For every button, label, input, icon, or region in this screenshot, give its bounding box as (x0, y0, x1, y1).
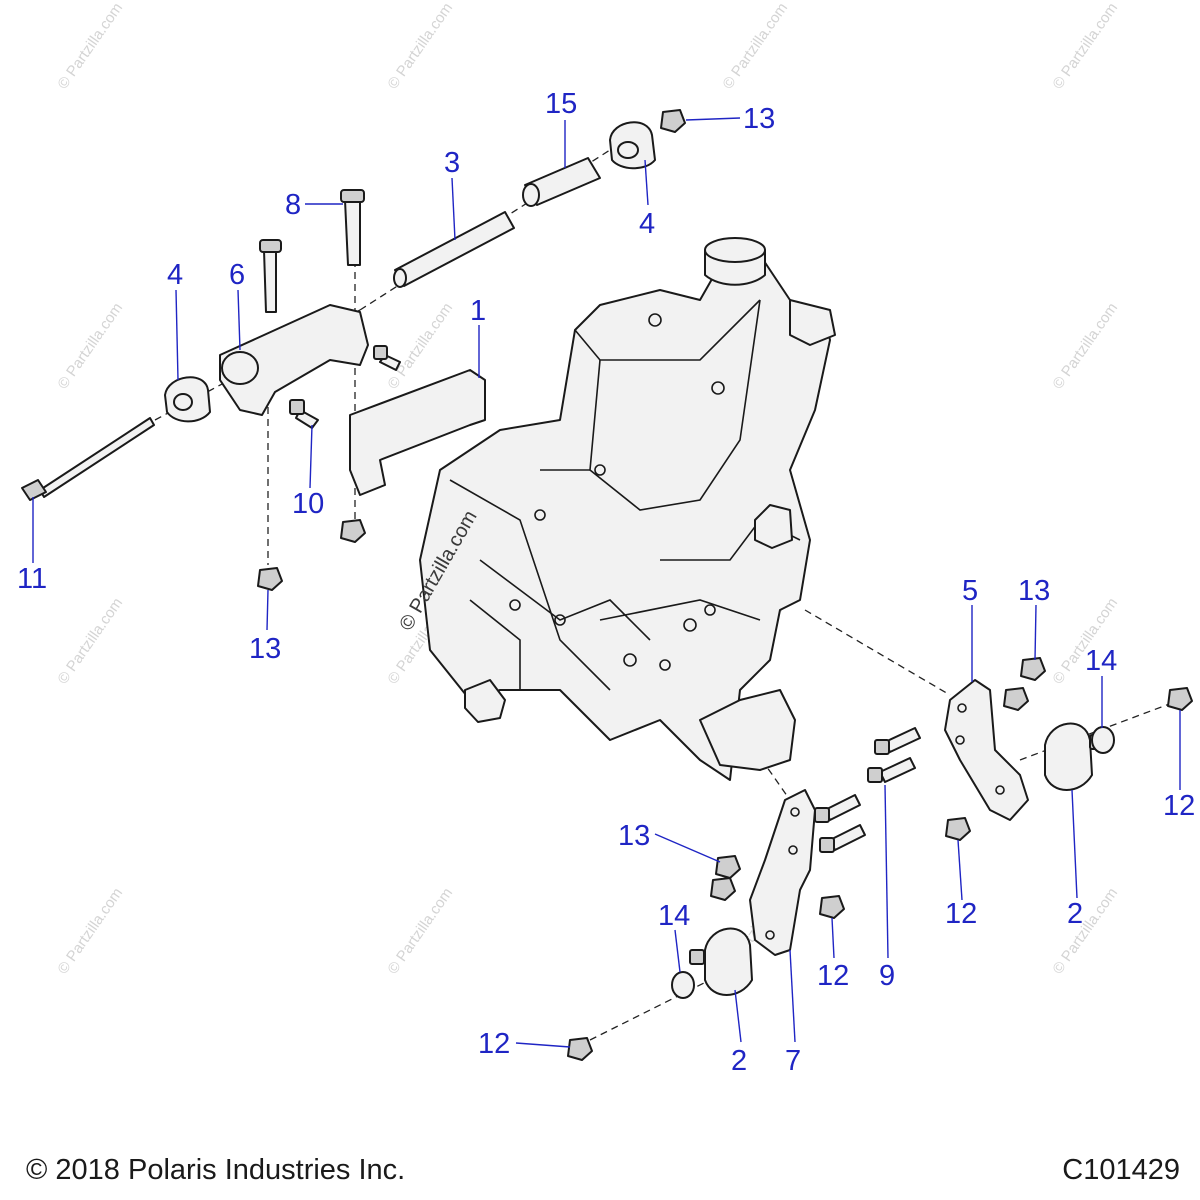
callout-13-mid: 13 (618, 820, 650, 852)
watermark-text: © Partzilla.com (384, 0, 456, 92)
callout-11: 11 (17, 563, 47, 595)
copyright-text: © 2018 Polaris Industries Inc. (26, 1154, 406, 1186)
watermark-text: © Partzilla.com (54, 885, 126, 978)
callout-12-bottom-mid: 12 (817, 960, 849, 992)
watermark-text: © Partzilla.com (384, 885, 456, 978)
leader-lines (32, 117, 1181, 1048)
callout-8: 8 (285, 189, 301, 221)
callout-1: 1 (470, 295, 486, 327)
watermark-text: © Partzilla.com (54, 595, 126, 688)
callout-6: 6 (229, 259, 245, 291)
callout-13-top: 13 (743, 103, 775, 135)
callout-15: 15 (545, 88, 577, 120)
watermark-text: © Partzilla.com (1049, 885, 1121, 978)
callout-12-mid-right: 12 (945, 898, 977, 930)
callout-14-right: 14 (1085, 645, 1117, 677)
callout-2-right: 2 (1067, 898, 1083, 930)
callout-13-right: 13 (1018, 575, 1050, 607)
callout-14-bottom: 14 (658, 900, 690, 932)
callout-4-top: 4 (639, 208, 655, 240)
watermark-text: © Partzilla.com (1049, 0, 1121, 92)
callout-13-left: 13 (249, 633, 281, 665)
callout-12-far-right: 12 (1163, 790, 1195, 822)
callout-4-left: 4 (167, 259, 183, 291)
watermark-text: © Partzilla.com (719, 0, 791, 92)
diagram-code: C101429 (1062, 1154, 1180, 1186)
callout-12-bottom-left: 12 (478, 1028, 510, 1060)
left-mount-parts (21, 109, 686, 591)
right-mount-parts (567, 657, 1193, 1061)
callout-3: 3 (444, 147, 460, 179)
callout-10: 10 (292, 488, 324, 520)
callout-9: 9 (879, 960, 895, 992)
callout-7: 7 (785, 1045, 801, 1077)
watermark-text: © Partzilla.com (54, 0, 126, 92)
callout-labels: 15 13 3 4 8 4 6 1 10 11 13 5 13 14 12 13… (17, 88, 1195, 1077)
callout-5: 5 (962, 575, 978, 607)
engine-assembly (419, 237, 836, 781)
watermark-text: © Partzilla.com (54, 300, 126, 393)
callout-2-bottom: 2 (731, 1045, 747, 1077)
watermark-text: © Partzilla.com (1049, 300, 1121, 393)
